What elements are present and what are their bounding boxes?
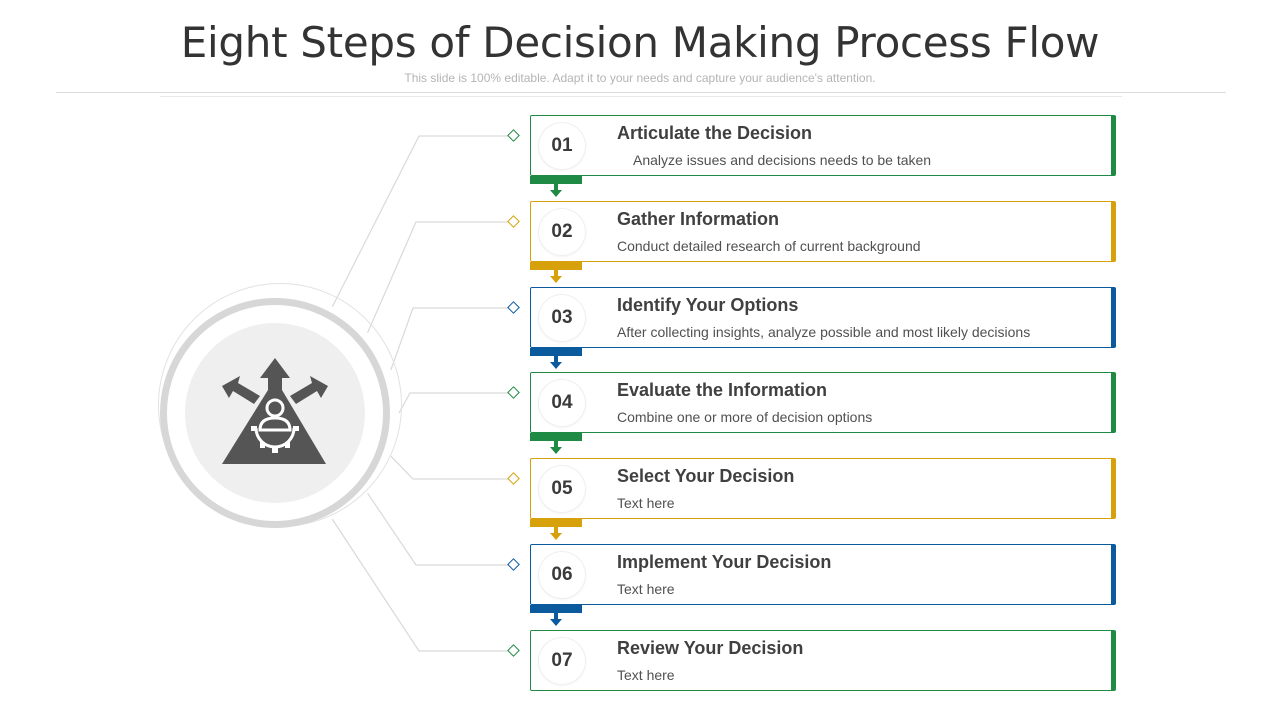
hub-connector-line xyxy=(367,492,508,566)
step-connector-tab xyxy=(530,262,582,270)
step-heading: Review Your Decision xyxy=(617,638,804,658)
step-number: 05 xyxy=(539,466,585,512)
step-card-01: 01 Articulate the Decision Analyze issue… xyxy=(530,115,1116,176)
hub-connector-line xyxy=(331,518,508,652)
step-heading: Identify Your Options xyxy=(617,295,799,315)
step-number: 04 xyxy=(539,380,585,426)
step-heading: Evaluate the Information xyxy=(617,380,828,400)
step-arrow-down-icon xyxy=(550,356,562,369)
step-number: 03 xyxy=(539,295,585,341)
hub-connector-line xyxy=(367,221,508,334)
hub-connector-line xyxy=(390,455,508,480)
step-arrow-down-icon xyxy=(550,184,562,197)
step-card-07: 07 Review Your Decision Text here xyxy=(530,630,1116,691)
step-connector-tab xyxy=(530,519,582,527)
page-title: Eight Steps of Decision Making Process F… xyxy=(180,18,1100,67)
step-number: 07 xyxy=(539,638,585,684)
step-connector-tab xyxy=(530,176,582,184)
step-connector-tab xyxy=(530,433,582,441)
hub-connector-line xyxy=(331,135,508,308)
step-number: 02 xyxy=(539,209,585,255)
step-arrow-down-icon xyxy=(550,613,562,626)
step-arrow-down-icon xyxy=(550,527,562,540)
page-subtitle: This slide is 100% editable. Adapt it to… xyxy=(404,71,876,85)
step-connector-tab xyxy=(530,348,582,356)
step-description: After collecting insights, analyze possi… xyxy=(617,324,1031,340)
step-heading: Select Your Decision xyxy=(617,466,795,486)
hub-connector-line xyxy=(390,307,508,371)
step-description: Conduct detailed research of current bac… xyxy=(617,238,921,254)
step-description: Text here xyxy=(617,495,675,511)
step-description: Text here xyxy=(617,667,675,683)
step-heading: Articulate the Decision xyxy=(617,123,813,143)
step-heading: Gather Information xyxy=(617,209,780,229)
step-connector-tab xyxy=(530,605,582,613)
step-description: Combine one or more of decision options xyxy=(617,409,873,425)
step-description: Text here xyxy=(617,581,675,597)
step-number: 01 xyxy=(539,123,585,169)
title-divider xyxy=(56,92,1226,93)
step-card-06: 06 Implement Your Decision Text here xyxy=(530,544,1116,605)
step-card-03: 03 Identify Your Options After collectin… xyxy=(530,287,1116,348)
title-divider-secondary xyxy=(160,96,1122,97)
step-number: 06 xyxy=(539,552,585,598)
step-arrow-down-icon xyxy=(550,441,562,454)
step-card-04: 04 Evaluate the Information Combine one … xyxy=(530,372,1116,433)
step-arrow-down-icon xyxy=(550,270,562,283)
decision-person-arrows-icon xyxy=(222,358,328,464)
step-card-05: 05 Select Your Decision Text here xyxy=(530,458,1116,519)
hub-connector-line xyxy=(398,392,508,414)
step-description: Analyze issues and decisions needs to be… xyxy=(633,152,932,168)
step-card-02: 02 Gather Information Conduct detailed r… xyxy=(530,201,1116,262)
step-heading: Implement Your Decision xyxy=(617,552,832,572)
